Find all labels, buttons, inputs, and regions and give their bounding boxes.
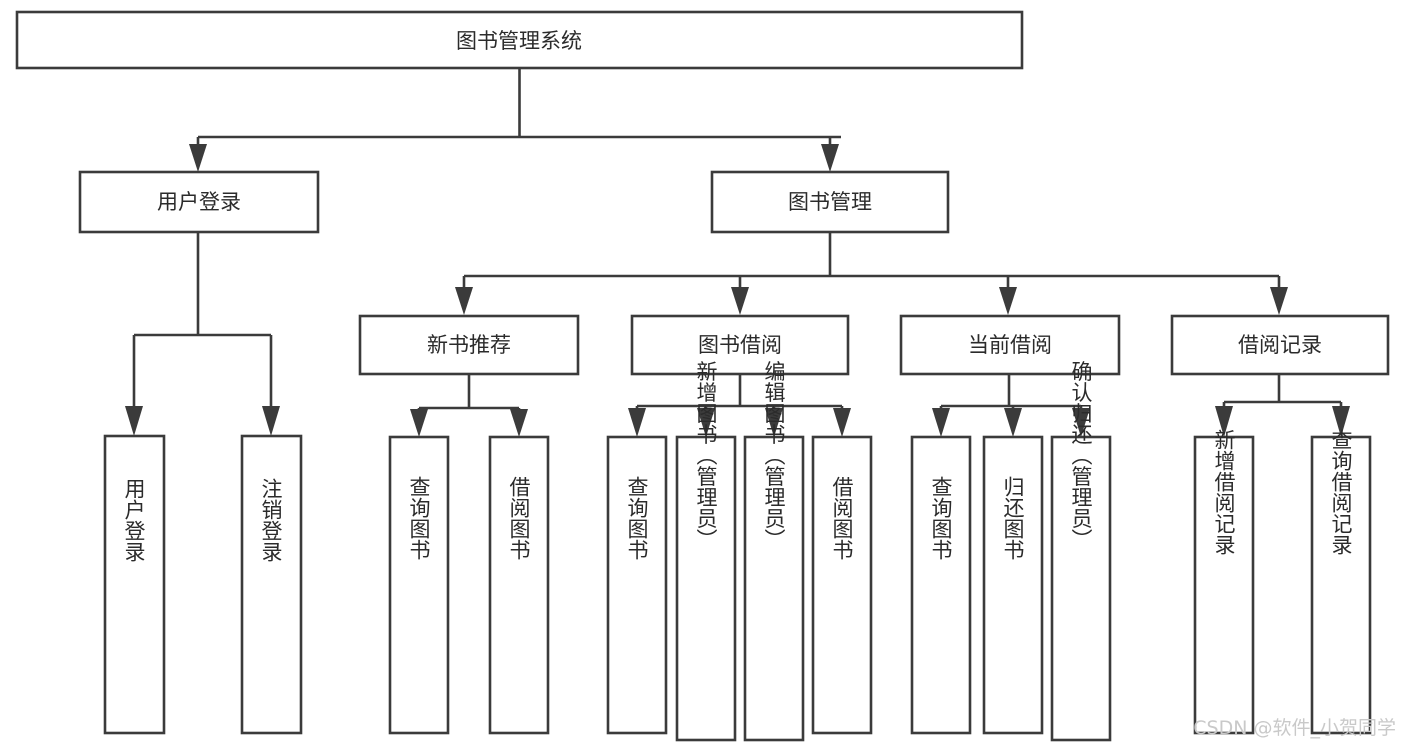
leaf-add-record-label: 新增借阅记录	[1212, 429, 1236, 555]
leaf-user-logout-box[interactable]	[240, 434, 303, 735]
borrow-record-label: 借阅记录	[1238, 333, 1322, 357]
leaf-edit-book-label: 编辑图书（管理员）	[762, 361, 786, 550]
arrowhead-leaf-borrow-book-2	[833, 408, 851, 437]
node-leaf-borrow-book-2[interactable]: 借阅图书	[811, 435, 873, 735]
arrowhead-user-login	[189, 144, 207, 172]
current-borrow-label: 当前借阅	[968, 333, 1052, 357]
arrowhead-leaf-query-book-1	[410, 409, 428, 437]
book-manage-box[interactable]	[710, 170, 950, 234]
arrowhead-current-borrow	[999, 287, 1017, 315]
arrowhead-leaf-user-login	[125, 406, 143, 436]
node-borrow-record[interactable]: 借阅记录	[1170, 314, 1390, 376]
leaf-borrow-book-2-label: 借阅图书	[830, 476, 854, 560]
arrowhead-leaf-query-book-3	[932, 408, 950, 437]
leaf-query-book-2-label: 查询图书	[625, 476, 649, 560]
leaf-return-book-box[interactable]	[982, 435, 1044, 735]
node-leaf-add-record[interactable]: 新增借阅记录	[1193, 429, 1255, 735]
leaf-confirm-return-label: 确认归还（管理员）	[1069, 361, 1093, 550]
node-book-borrow[interactable]: 图书借阅	[630, 314, 850, 376]
node-leaf-add-book[interactable]: 新增图书（管理员）	[675, 361, 737, 742]
node-leaf-query-book-1[interactable]: 查询图书	[388, 435, 450, 735]
leaf-query-book-3-label: 查询图书	[929, 476, 953, 560]
node-leaf-query-record[interactable]: 查询借阅记录	[1310, 429, 1372, 735]
node-leaf-query-book-2[interactable]: 查询图书	[606, 435, 668, 735]
leaf-add-record-box[interactable]	[1193, 435, 1255, 735]
leaf-query-book-2-box[interactable]	[606, 435, 668, 735]
arrowhead-book-manage	[821, 144, 839, 172]
arrowhead-new-book-recommend	[455, 287, 473, 315]
book-borrow-label: 图书借阅	[698, 333, 782, 357]
leaf-user-login-label: 用户登录	[122, 478, 146, 562]
new-book-recommend-label: 新书推荐	[427, 333, 511, 357]
leaf-add-book-box[interactable]	[675, 435, 737, 742]
arrowhead-leaf-query-book-2	[628, 408, 646, 437]
leaf-query-book-1-box[interactable]	[388, 435, 450, 735]
borrow-record-box[interactable]	[1170, 314, 1390, 376]
node-leaf-user-logout[interactable]: 注销登录	[240, 434, 303, 735]
leaf-borrow-book-1-label: 借阅图书	[507, 476, 531, 560]
arrowhead-leaf-query-record	[1332, 406, 1350, 437]
node-new-book-recommend[interactable]: 新书推荐	[358, 314, 580, 376]
arrowhead-leaf-return-book	[1004, 408, 1022, 437]
node-leaf-confirm-return[interactable]: 确认归还（管理员）	[1050, 361, 1112, 742]
arrowhead-leaf-confirm-return	[1072, 408, 1090, 437]
leaf-confirm-return-box[interactable]	[1050, 435, 1112, 742]
leaf-user-login-box[interactable]	[103, 434, 166, 735]
root-label: 图书管理系统	[456, 29, 582, 53]
leaf-query-book-1-label: 查询图书	[407, 476, 431, 560]
leaf-return-book-label: 归还图书	[1001, 476, 1025, 560]
root-box[interactable]	[15, 10, 1024, 70]
book-manage-label: 图书管理	[788, 190, 872, 214]
node-book-manage[interactable]: 图书管理	[710, 170, 950, 234]
current-borrow-box[interactable]	[899, 314, 1121, 376]
node-leaf-borrow-book-1[interactable]: 借阅图书	[488, 435, 550, 735]
node-leaf-edit-book[interactable]: 编辑图书（管理员）	[743, 361, 805, 742]
leaf-borrow-book-1-box[interactable]	[488, 435, 550, 735]
node-leaf-user-login[interactable]: 用户登录	[103, 434, 166, 735]
node-user-login[interactable]: 用户登录	[78, 170, 320, 234]
leaf-query-record-box[interactable]	[1310, 435, 1372, 735]
arrowhead-leaf-user-logout	[262, 406, 280, 436]
user-login-label: 用户登录	[157, 190, 241, 214]
arrowhead-leaf-add-book	[697, 408, 715, 437]
leaf-query-record-label: 查询借阅记录	[1329, 429, 1353, 555]
leaf-query-book-3-box[interactable]	[910, 435, 972, 735]
new-book-recommend-box[interactable]	[358, 314, 580, 376]
node-root[interactable]: 图书管理系统	[15, 10, 1024, 70]
leaf-add-book-label: 新增图书（管理员）	[694, 361, 718, 550]
node-leaf-query-book-3[interactable]: 查询图书	[910, 435, 972, 735]
arrowhead-leaf-edit-book	[765, 408, 783, 437]
arrowhead-leaf-borrow-book-1	[510, 409, 528, 437]
user-login-box[interactable]	[78, 170, 320, 234]
leaf-user-logout-label: 注销登录	[259, 478, 283, 562]
arrowhead-book-borrow	[731, 287, 749, 315]
arrowhead-leaf-add-record	[1215, 406, 1233, 437]
node-leaf-return-book[interactable]: 归还图书	[982, 435, 1044, 735]
leaf-edit-book-box[interactable]	[743, 435, 805, 742]
arrowhead-borrow-record	[1270, 287, 1288, 315]
edges-layer	[125, 68, 1350, 437]
book-borrow-box[interactable]	[630, 314, 850, 376]
node-current-borrow[interactable]: 当前借阅	[899, 314, 1121, 376]
watermark: CSDN @软件_小贺同学	[1193, 717, 1396, 739]
leaf-borrow-book-2-box[interactable]	[811, 435, 873, 735]
